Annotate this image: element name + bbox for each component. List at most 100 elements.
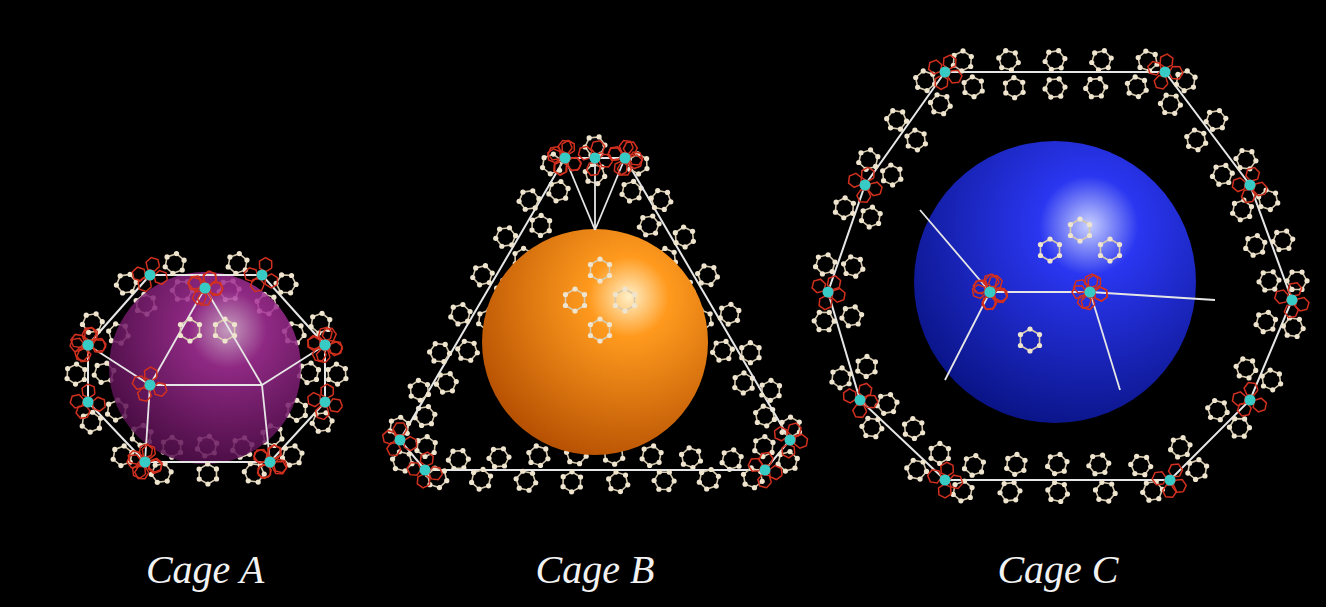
carbon-atom (1146, 498, 1151, 503)
carbon-atom (448, 371, 453, 376)
copper-atom (320, 340, 331, 351)
carbon-atom (919, 420, 924, 425)
carbon-atom (931, 109, 936, 114)
carbon-atom (425, 382, 430, 387)
carbon-atom (870, 205, 875, 210)
carbon-atom (761, 404, 766, 409)
carbon-atom (731, 447, 736, 452)
carbon-atom (1005, 456, 1010, 461)
carbon-atom (470, 275, 475, 280)
copper-atom (200, 283, 211, 294)
carbon-atom (163, 461, 168, 466)
carbon-atom (561, 474, 566, 479)
carbon-atom (946, 456, 951, 461)
carbon-atom (890, 182, 895, 187)
carbon-atom (666, 487, 671, 492)
carbon-atom (908, 475, 913, 480)
benzene-ring (742, 343, 759, 363)
carbon-atom (429, 421, 434, 426)
carbon-atom (695, 271, 700, 276)
carbon-atom (425, 434, 430, 439)
carboxylate (587, 162, 601, 175)
carbon-atom (898, 177, 903, 182)
carbon-atom (812, 318, 817, 323)
carboxylate (1081, 296, 1095, 309)
benzene-ring (451, 305, 470, 324)
carbon-atom (1237, 373, 1242, 378)
carbon-atom (244, 258, 249, 263)
carbon-atom (1002, 481, 1007, 486)
carbon-atom (1144, 455, 1149, 460)
benzene-ring (609, 472, 628, 491)
carbon-atom (996, 55, 1001, 60)
carbon-atom (1016, 60, 1021, 65)
carbon-atom (829, 379, 834, 384)
carbon-atom (1274, 230, 1279, 235)
copper-atom (420, 465, 431, 476)
carbon-atom (1276, 277, 1281, 282)
carbon-atom (97, 426, 102, 431)
carbon-atom (1297, 317, 1302, 322)
carbon-atom (656, 487, 661, 492)
carbon-atom (760, 479, 765, 484)
carbon-atom (1027, 326, 1032, 331)
carbon-atom (1223, 116, 1228, 121)
carbon-atom (545, 456, 550, 461)
carbon-atom (752, 448, 757, 453)
carbon-atom (444, 478, 449, 483)
carbon-atom (130, 436, 135, 441)
carbon-atom (310, 421, 315, 426)
carbon-atom (912, 127, 917, 132)
carbon-atom (1261, 383, 1266, 388)
carbon-atom (884, 116, 889, 121)
carbon-atom (1204, 463, 1209, 468)
carbon-atom (288, 290, 293, 295)
carbon-atom (1277, 371, 1282, 376)
carbon-atom (213, 333, 218, 338)
carbon-atom (393, 466, 398, 471)
ligand-front (1098, 236, 1122, 263)
carbon-atom (1062, 85, 1067, 90)
copper-atom (83, 340, 94, 351)
copper-atom (940, 67, 951, 78)
carbon-atom (827, 310, 832, 315)
carbon-atom (303, 403, 308, 408)
carboxylate (308, 337, 320, 351)
carbon-atom (279, 272, 284, 277)
copper-atom (265, 457, 276, 468)
carbon-atom (222, 316, 227, 321)
carbon-atom (631, 179, 636, 184)
benzene-ring (1070, 219, 1089, 241)
copper-atom (860, 180, 871, 191)
carbon-atom (1278, 381, 1283, 386)
carbon-atom (1142, 78, 1147, 83)
carbon-atom (227, 255, 232, 260)
carbon-atom (597, 278, 602, 283)
carbon-atom (585, 179, 590, 184)
carbon-atom (232, 322, 237, 327)
carbon-atom (64, 376, 69, 381)
carbon-atom (165, 478, 170, 483)
benzene-ring (735, 373, 753, 393)
carbon-atom (891, 409, 896, 414)
carboxylate (146, 258, 159, 272)
carbon-atom (736, 308, 741, 313)
carbon-atom (644, 156, 649, 161)
carbon-atom (335, 381, 340, 386)
carbon-atom (242, 469, 247, 474)
carbon-atom (1201, 131, 1206, 136)
cage-edge (150, 384, 262, 386)
copper-atom (560, 153, 571, 164)
carbon-atom (1210, 174, 1215, 179)
carbon-atom (833, 210, 838, 215)
carbon-atom (577, 461, 582, 466)
carbon-atom (1216, 182, 1221, 187)
carbon-atom (1226, 180, 1231, 185)
carbon-atom (743, 482, 748, 487)
benzene-ring (565, 289, 584, 311)
carbon-atom (1090, 454, 1095, 459)
carbon-atom (419, 423, 424, 428)
copper-atom (145, 380, 156, 391)
carboxylate (562, 140, 574, 154)
carbon-atom (1230, 171, 1235, 176)
